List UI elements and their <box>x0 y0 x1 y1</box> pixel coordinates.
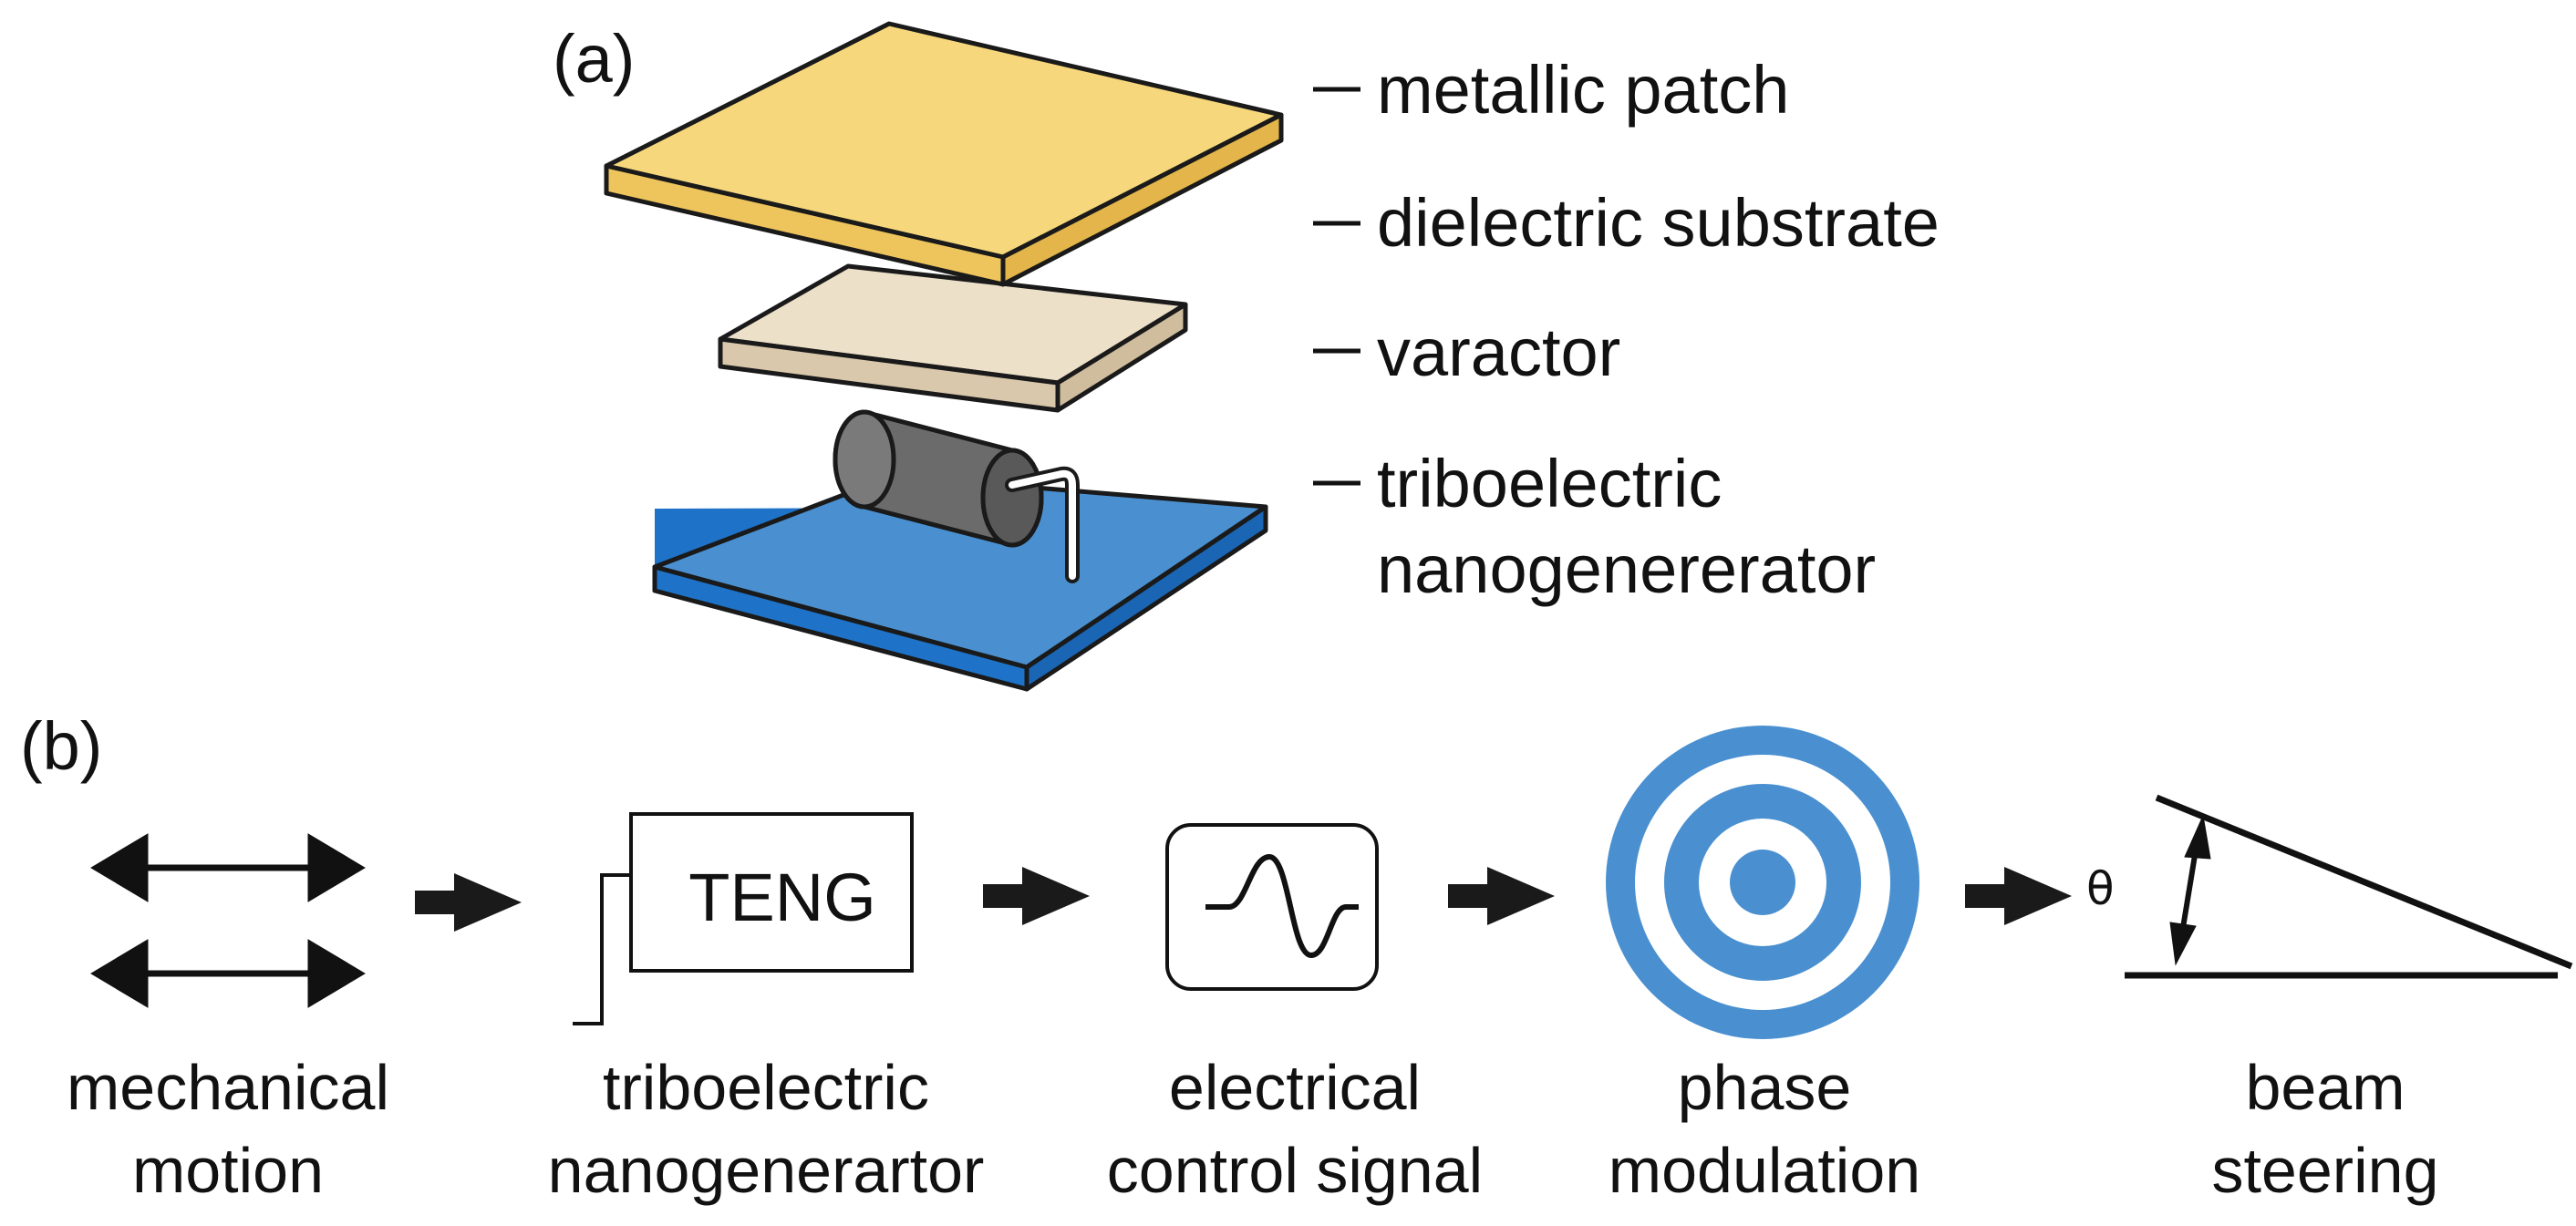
step-label-line1: electrical <box>1168 1052 1422 1123</box>
flow-arrow-1 <box>415 873 522 932</box>
sine-wave-icon <box>1165 823 1379 991</box>
step-label-line2: steering <box>2211 1135 2439 1206</box>
flow-arrow-2 <box>983 867 1090 925</box>
step-label-line2: control signal <box>1106 1135 1484 1206</box>
teng-box-text: TENG <box>688 860 876 935</box>
teng-plate <box>652 473 1268 692</box>
layer-label-varactor: varactor <box>1377 314 1621 390</box>
layer-label-dielectric-substrate: dielectric substrate <box>1377 185 1940 261</box>
step-label-line2: nanogenerartor <box>547 1135 985 1206</box>
steering-angle-icon <box>2125 794 2573 979</box>
flow-arrow-4 <box>1965 867 2072 925</box>
layer-stack-illustration <box>604 21 1284 692</box>
angle-theta-label: θ <box>2086 862 2115 915</box>
step-label-teng: triboelectric nanogenerartor <box>511 1046 1021 1212</box>
double-arrow-icon <box>90 833 366 1008</box>
step-label-line1: beam <box>2245 1052 2405 1123</box>
layer-label-metallic-patch: metallic patch <box>1377 52 1790 128</box>
layer-label-teng-line1: triboelectric <box>1377 446 1723 521</box>
varactor-component <box>833 409 1080 583</box>
step-label-control-signal: electrical control signal <box>1049 1046 1541 1212</box>
panel-a-label: (a) <box>553 21 636 97</box>
metallic-patch-plate <box>604 21 1284 287</box>
dielectric-substrate-plate <box>718 263 1188 413</box>
step-label-beam-steering: beam steering <box>2125 1046 2526 1212</box>
step-label-mechanical-motion: mechanical motion <box>18 1046 438 1212</box>
step-label-line2: motion <box>131 1135 325 1206</box>
step-label-line1: triboelectric <box>603 1052 929 1123</box>
layer-leader-lines <box>1313 87 1360 486</box>
flow-arrows <box>415 867 2072 932</box>
step-label-phase-modulation: phase modulation <box>1568 1046 1960 1212</box>
step-label-line1: phase <box>1677 1052 1852 1123</box>
flow-arrow-3 <box>1448 867 1555 925</box>
teng-box-icon <box>573 812 914 1025</box>
panel-b-label: (b) <box>20 708 103 784</box>
layer-label-teng-line2: nanogenererator <box>1377 531 1877 607</box>
concentric-rings-icon <box>1606 726 1919 1039</box>
step-label-line1: mechanical <box>66 1052 390 1123</box>
step-label-line2: modulation <box>1608 1135 1921 1206</box>
